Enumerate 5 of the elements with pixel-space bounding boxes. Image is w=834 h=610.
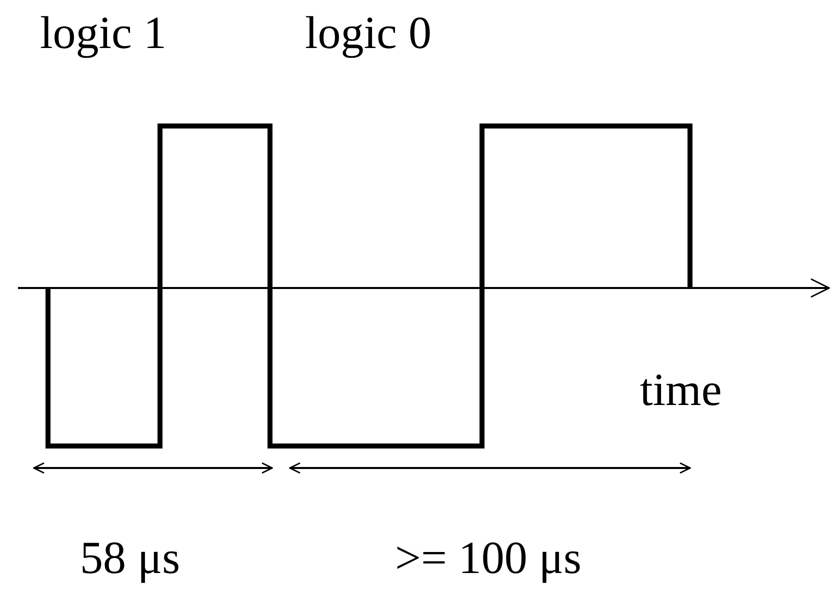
signal-label: logic 0: [305, 10, 432, 56]
signal-label: logic 1: [40, 10, 166, 56]
duration-label: >= 100 μs: [395, 535, 582, 581]
axis-label: time: [640, 367, 722, 413]
duration-label: 58 μs: [80, 535, 180, 581]
